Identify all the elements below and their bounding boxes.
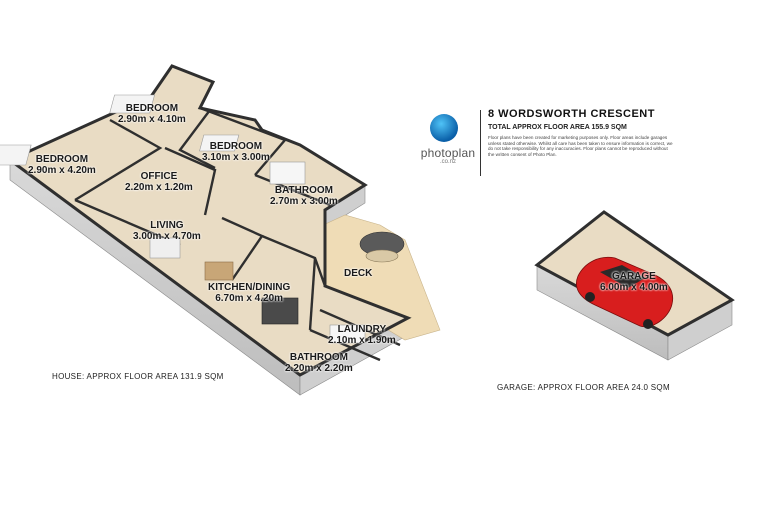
garage-area-note: GARAGE: APPROX FLOOR AREA 24.0 SQM (497, 383, 670, 392)
property-info: photoplan .co.nz 8 WORDSWORTH CRESCENT T… (418, 108, 678, 178)
house-globe-icon (430, 114, 458, 142)
house-floor (7, 64, 412, 377)
disclaimer: Floor plans have been created for market… (488, 135, 673, 157)
divider (480, 110, 481, 176)
interior-walls (74, 106, 401, 362)
car-icon (576, 256, 674, 329)
house-area-note: HOUSE: APPROX FLOOR AREA 131.9 SQM (52, 372, 224, 381)
furniture (0, 94, 405, 344)
room-label-deck: DECK (344, 268, 373, 279)
total-floor-area: TOTAL APPROX FLOOR AREA 155.9 SQM (488, 124, 627, 131)
property-address: 8 WORDSWORTH CRESCENT (488, 108, 655, 120)
brand-name: photoplan (420, 146, 476, 160)
brand-domain: .co.nz (439, 159, 456, 165)
